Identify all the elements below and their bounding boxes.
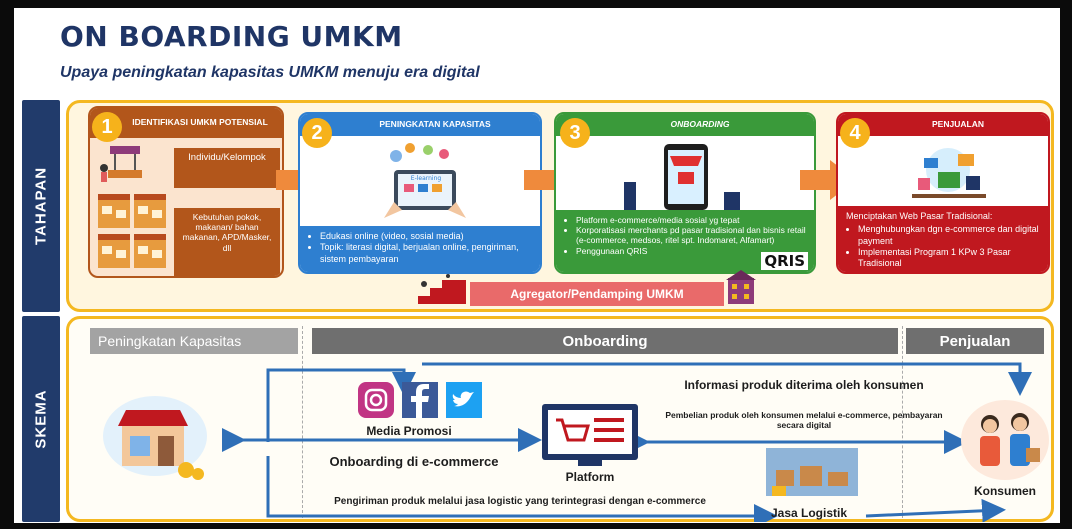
section-label-skema: SKEMA: [22, 316, 60, 522]
phase-bar-sales: Penjualan: [906, 328, 1044, 354]
page-title: ON BOARDING UMKM: [60, 20, 403, 53]
social-media-icons: [358, 382, 482, 418]
warehouse-icon: [766, 448, 858, 496]
aggregator-label: Agregator/Pendamping UMKM: [470, 282, 724, 306]
infographic: ON BOARDING UMKM Upaya peningkatan kapas…: [14, 8, 1060, 523]
step-1-heading: IDENTIFIKASI UMKM POTENSIAL: [90, 108, 282, 138]
info-produk-label: Informasi produk diterima oleh konsumen: [684, 378, 924, 392]
jasa-logistik-label: Jasa Logistik: [770, 506, 848, 520]
step-3-heading: ONBOARDING: [556, 114, 814, 136]
onboarding-ecommerce-label: Onboarding di e-commerce: [329, 454, 499, 469]
step-2-heading: PENINGKATAN KAPASITAS: [300, 114, 540, 136]
step-4-heading: PENJUALAN: [838, 114, 1048, 136]
step-3-item-platform: Platform e-commerce/media sosial yg tepa…: [576, 215, 806, 225]
platform-label: Platform: [565, 470, 615, 484]
separator: [302, 326, 303, 518]
flow-arrows: [222, 362, 1032, 522]
mobile-store-icon: [624, 144, 740, 210]
pembelian-label: Pembelian produk oleh konsumen melalui e…: [665, 410, 943, 431]
step-4-intro: Menciptakan Web Pasar Tradisional:: [846, 211, 993, 221]
shop-icon: [103, 396, 207, 480]
step-4-body: Menciptakan Web Pasar Tradisional: Mengh…: [838, 206, 1048, 272]
pengiriman-label: Pengiriman produk melalui jasa logistic …: [334, 496, 706, 507]
step-1-card: IDENTIFIKASI UMKM POTENSIAL Individu/Kel…: [88, 106, 284, 278]
step-4-card: PENJUALAN Menciptakan Web Pasar Tradisio…: [836, 112, 1050, 274]
separator: [902, 326, 903, 518]
step-4-item-menghubungkan: Menghubungkan dgn e-commerce dan digital…: [858, 224, 1040, 247]
platform-icon: [542, 404, 638, 466]
section-label-tahapan: TAHAPAN: [22, 100, 60, 312]
step-2-body: Edukasi online (video, sosial media) Top…: [300, 226, 540, 272]
step-4-item-implementasi: Implementasi Program 1 KPw 3 Pasar Tradi…: [858, 247, 1040, 270]
phase-bar-capacity: Peningkatan Kapasitas: [90, 328, 298, 354]
step-2-item-topik: Topik: literasi digital, berjualan onlin…: [320, 242, 532, 265]
step-2-badge: 2: [302, 118, 332, 148]
step-2-item-edukasi: Edukasi online (video, sosial media): [320, 231, 532, 242]
step-3-card: ONBOARDING Platform e-commerce/media sos…: [554, 112, 816, 274]
step-1-item-individu: Individu/Kelompok: [174, 148, 280, 188]
consumers-icon: [961, 400, 1049, 480]
phase-bar-onboarding: Onboarding: [312, 328, 898, 354]
digital-market-icon: [912, 148, 986, 198]
e-learning-tablet-icon: E-learning: [384, 143, 466, 218]
step-3-badge: 3: [560, 118, 590, 148]
building-icon: [726, 270, 756, 304]
svg-text:E-learning: E-learning: [411, 175, 442, 182]
step-3-item-qris: Penggunaan QRIS: [576, 246, 806, 256]
qris-logo: QRIS: [761, 252, 808, 270]
step-1-item-kebutuhan: Kebutuhan pokok, makanan/ bahan makanan,…: [174, 208, 280, 276]
market-stall-illustrations: [98, 146, 166, 268]
stairs-people-icon: [406, 274, 466, 304]
media-promosi-label: Media Promosi: [366, 424, 452, 438]
step-4-badge: 4: [840, 118, 870, 148]
konsumen-label: Konsumen: [973, 484, 1036, 498]
page-subtitle: Upaya peningkatan kapasitas UMKM menuju …: [60, 64, 480, 81]
step-1-badge: 1: [92, 112, 122, 142]
step-2-card: PENINGKATAN KAPASITAS E-learning Edukasi…: [298, 112, 542, 274]
step-3-item-korporatisasi: Korporatisasi merchants pd pasar tradisi…: [576, 225, 806, 245]
